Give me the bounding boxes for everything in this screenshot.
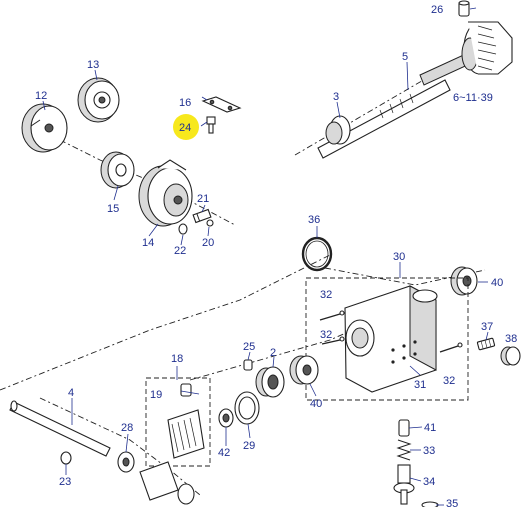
- part-25-key: [243, 359, 253, 371]
- callout-41: 41: [424, 422, 436, 434]
- callout-29: 29: [243, 440, 255, 452]
- highlight-marker-24: [173, 114, 199, 140]
- callout-32-right: 32: [443, 375, 455, 387]
- part-30-gear-housing: [305, 277, 469, 401]
- part-24-screw: [206, 116, 216, 134]
- callout-35: 35: [446, 498, 458, 507]
- part-12-hook-cap: [21, 103, 68, 153]
- callout-42: 42: [218, 447, 230, 459]
- callout-30: 30: [393, 251, 405, 263]
- part-14-rotary-hook: [138, 159, 193, 227]
- callout-40-lower: 40: [310, 398, 322, 410]
- callout-40-upper: 40: [491, 277, 503, 289]
- part-29-ring: [234, 391, 260, 425]
- callout-24: 24: [179, 122, 191, 134]
- part-40-bearing-upper: [450, 266, 478, 296]
- callout-23: 23: [59, 476, 71, 488]
- part-26-collar: [458, 0, 470, 17]
- callout-3: 3: [333, 91, 339, 103]
- callout-36: 36: [308, 214, 320, 226]
- callout-25: 25: [243, 341, 255, 353]
- callout-22: 22: [174, 245, 186, 257]
- part-5-shaft-with-gear: [419, 21, 513, 86]
- callout-33: 33: [423, 445, 435, 457]
- callout-38: 38: [505, 333, 517, 345]
- lower-sleeve: [139, 461, 195, 505]
- part-22-washer: [178, 223, 188, 235]
- part-28-bushing: [117, 451, 135, 473]
- callout-14: 14: [142, 237, 154, 249]
- callout-31: 31: [414, 379, 426, 391]
- part-2-bearing: [255, 366, 285, 398]
- part-33-spring: [396, 439, 412, 461]
- callout-20: 20: [202, 237, 214, 249]
- part-20-screw: [206, 219, 214, 227]
- callout-6-range: 6~11·39: [453, 92, 493, 104]
- part-42-collar: [218, 408, 234, 428]
- callout-34: 34: [423, 476, 435, 488]
- part-32-pins: [319, 310, 463, 353]
- callout-32-top: 32: [320, 289, 332, 301]
- callout-2: 2: [270, 347, 276, 359]
- callout-26: 26: [431, 4, 443, 16]
- part-23-washer: [60, 451, 72, 465]
- part-40-bearing-lower: [289, 355, 319, 385]
- part-35-bolt: [421, 501, 439, 507]
- part-34-stud: [393, 464, 415, 505]
- callout-5: 5: [402, 51, 408, 63]
- part-18-bevel-gear-assembly: [145, 377, 211, 467]
- callout-labels: 12 13 15 14 16 24 21 20 22 26 5 6~11·39 …: [35, 4, 517, 507]
- callout-4: 4: [68, 387, 74, 399]
- callout-12: 12: [35, 90, 47, 102]
- part-41-pin: [398, 419, 410, 437]
- callout-21: 21: [197, 193, 209, 205]
- part-3-shaft: [317, 79, 451, 159]
- callout-28: 28: [121, 422, 133, 434]
- callout-15: 15: [107, 203, 119, 215]
- leader-lines: [42, 7, 489, 506]
- callout-32-mid: 32: [320, 329, 332, 341]
- part-15-ring: [100, 151, 135, 189]
- callout-37: 37: [481, 321, 493, 333]
- part-13-bobbin-case: [77, 77, 120, 123]
- callout-13: 13: [87, 59, 99, 71]
- callout-16: 16: [179, 97, 191, 109]
- part-38-cap: [500, 346, 521, 366]
- part-16-plate: [201, 96, 242, 113]
- callout-18: 18: [171, 353, 183, 365]
- part-36-o-ring: [301, 236, 333, 272]
- part-4-shaft: [9, 400, 111, 457]
- callout-19: 19: [150, 389, 162, 401]
- part-21-shaft-pin: [192, 208, 212, 224]
- part-37-screw: [476, 337, 496, 351]
